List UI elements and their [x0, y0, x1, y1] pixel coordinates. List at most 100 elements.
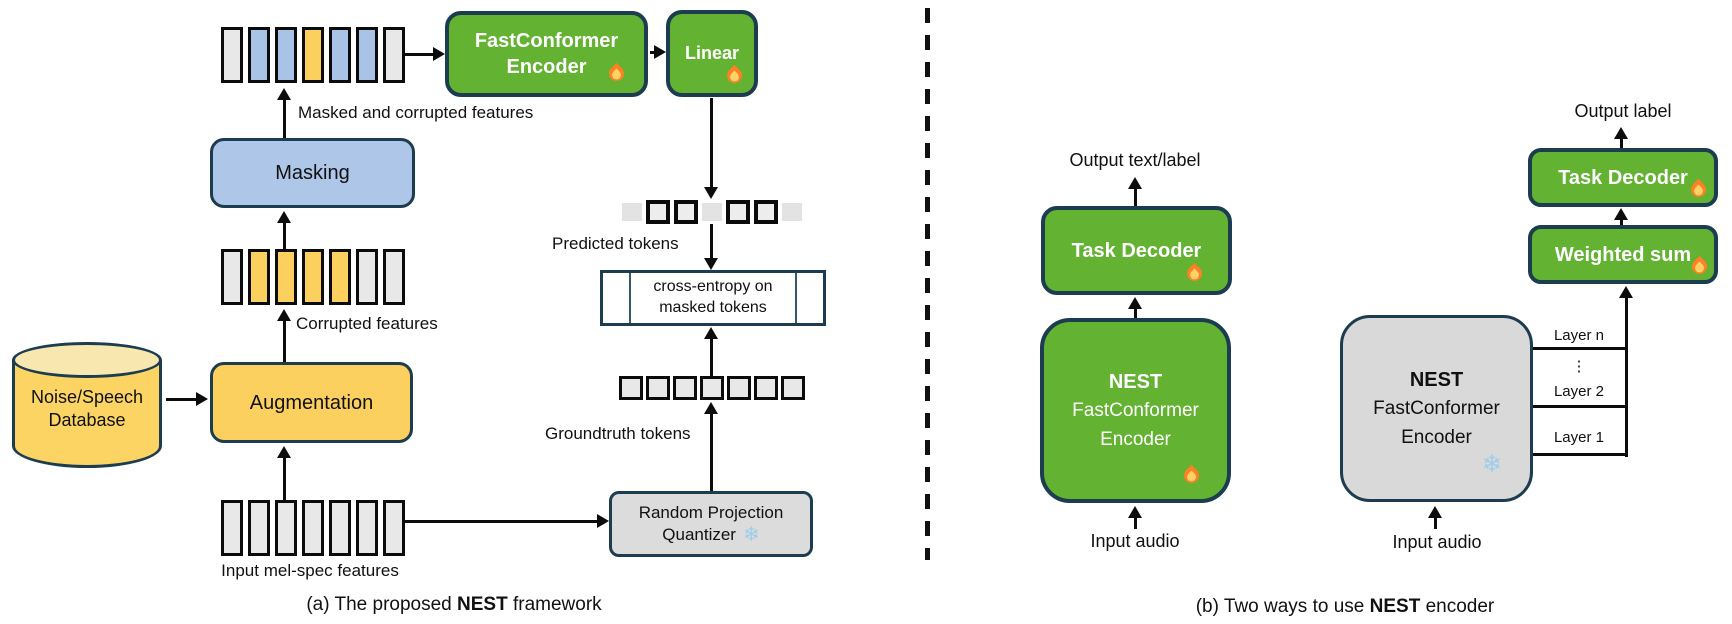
flame-icon [1688, 255, 1711, 278]
database-label-line2: Database [48, 409, 126, 430]
task-decoder-box-probe: Task Decoder [1528, 148, 1718, 207]
augmentation-box: Augmentation [210, 362, 413, 443]
token-yellow [302, 27, 324, 83]
fastconformer-encoder-box: FastConformer Encoder [445, 11, 648, 97]
snowflake-icon: ❄ [742, 524, 760, 547]
token-blue [356, 27, 378, 83]
token-yellow [302, 249, 324, 305]
layer-dots: ⋮ [1571, 358, 1587, 375]
token-boxed [754, 200, 778, 224]
token-blue [329, 27, 351, 83]
cross-entropy-label-line2: masked tokens [659, 299, 767, 316]
layer-1-label: Layer 1 [1553, 429, 1605, 446]
input-mel-label: Input mel-spec features [221, 561, 399, 580]
linear-label: Linear [684, 42, 740, 63]
predicted-token-row [622, 200, 802, 224]
token-gray [221, 500, 243, 556]
masked-token-row [221, 27, 405, 83]
token-gray [221, 27, 243, 83]
flame-icon [1183, 262, 1206, 285]
masked-features-label: Masked and corrupted features [298, 103, 534, 122]
groundtruth-token-row [619, 376, 805, 400]
task-decoder-box-finetune: Task Decoder [1041, 206, 1232, 295]
flame-icon [723, 64, 746, 87]
masking-label: Masking [275, 162, 350, 184]
cross-entropy-box: cross-entropy on masked tokens [600, 270, 826, 326]
token-boxed [646, 200, 670, 224]
flame-icon [1180, 464, 1203, 487]
input-audio-label-probe: Input audio [1392, 532, 1482, 552]
nest-encoder-label-line3: Encoder [1401, 426, 1472, 448]
token-boxed [674, 200, 698, 224]
token-gray [727, 376, 751, 400]
caption-panel-b: (b) Two ways to use NEST encoder [1045, 596, 1645, 618]
task-decoder-label: Task Decoder [1071, 239, 1202, 262]
weighted-sum-label: Weighted sum [1554, 243, 1692, 266]
token-gray [700, 376, 724, 400]
token-gray [329, 500, 351, 556]
token-gray [646, 376, 670, 400]
token-boxed [726, 200, 750, 224]
token-yellow [329, 249, 351, 305]
token-gray [356, 249, 378, 305]
nest-encoder-box-finetune: NEST FastConformer Encoder [1040, 318, 1231, 503]
token-plain [622, 203, 642, 221]
predicted-tokens-label: Predicted tokens [552, 234, 679, 253]
token-plain [782, 203, 802, 221]
corrupted-token-row [221, 249, 405, 305]
database-cylinder-body [12, 360, 162, 468]
linear-box: Linear [666, 10, 758, 97]
input-token-row [221, 500, 405, 556]
caption-b-bold: NEST [1369, 596, 1421, 617]
layer-n-label: Layer n [1553, 327, 1605, 344]
caption-a-suffix: framework [507, 594, 602, 615]
cross-entropy-divider [795, 273, 797, 323]
nest-label: NEST [1108, 371, 1163, 393]
groundtruth-tokens-label: Groundtruth tokens [545, 424, 691, 443]
fastconformer-label-line1: FastConformer [474, 30, 619, 52]
token-yellow [275, 249, 297, 305]
layer-n-line [1531, 347, 1627, 350]
nest-encoder-label-line3: Encoder [1100, 428, 1171, 450]
token-gray [673, 376, 697, 400]
cross-entropy-divider [629, 273, 631, 323]
token-gray [754, 376, 778, 400]
noise-speech-database: Noise/Speech Database [12, 342, 162, 468]
layer-2-label: Layer 2 [1553, 383, 1605, 400]
token-gray [275, 500, 297, 556]
weighted-sum-box: Weighted sum [1528, 225, 1718, 284]
layer-2-line [1531, 405, 1627, 408]
token-blue [275, 27, 297, 83]
token-gray [356, 500, 378, 556]
panel-divider [925, 8, 930, 560]
database-label-line1: Noise/Speech [30, 387, 144, 407]
token-gray [248, 500, 270, 556]
output-text-label: Output text/label [1069, 150, 1201, 170]
nest-encoder-label-line2: FastConformer [1373, 398, 1500, 419]
token-gray [383, 249, 405, 305]
input-audio-label-finetune: Input audio [1090, 531, 1180, 551]
token-gray [383, 27, 405, 83]
caption-a-bold: NEST [457, 594, 508, 615]
token-gray [619, 376, 643, 400]
token-gray [781, 376, 805, 400]
token-gray [302, 500, 324, 556]
layer-1-line [1531, 453, 1627, 456]
caption-a-prefix: (a) The proposed [306, 594, 458, 615]
caption-panel-a: (a) The proposed NEST framework [154, 594, 754, 616]
nest-label: NEST [1409, 369, 1464, 391]
output-label: Output label [1574, 101, 1672, 121]
nest-encoder-label-line2: FastConformer [1072, 400, 1199, 421]
snowflake-icon: ❄ [1481, 451, 1502, 478]
token-blue [248, 27, 270, 83]
augmentation-label: Augmentation [249, 391, 374, 414]
corrupted-features-label: Corrupted features [296, 314, 438, 333]
token-plain [702, 203, 722, 221]
token-yellow [248, 249, 270, 305]
flame-icon [1687, 178, 1710, 201]
fastconformer-label-line2: Encoder [506, 56, 587, 78]
flame-icon [605, 62, 628, 85]
random-projection-quantizer-box: Random Projection Quantizer ❄ [609, 491, 813, 557]
nest-encoder-box-frozen: NEST FastConformer Encoder ❄ [1340, 315, 1533, 502]
